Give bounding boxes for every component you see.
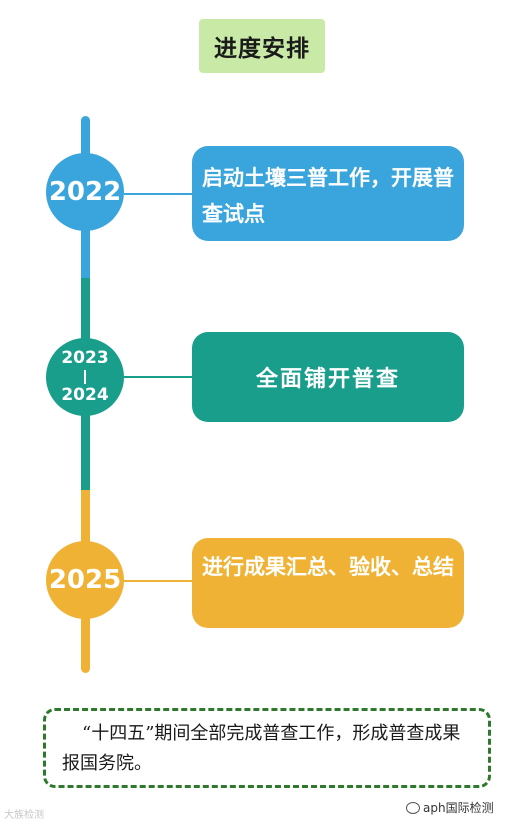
year-node-2025: 2025 [46, 541, 124, 619]
watermark-left: 大族检测 [4, 810, 44, 821]
year-label-start: 2023 [61, 348, 109, 368]
page-title: 进度安排 [199, 19, 325, 73]
watermark-right-text: aph国际检测 [423, 801, 494, 815]
stage-card-2023-2024: 全面铺开普查 [192, 332, 464, 422]
year-label: 2022 [48, 177, 122, 207]
year-node-2022: 2022 [46, 153, 124, 231]
stage-card-2025: 进行成果汇总、验收、总结 [192, 538, 464, 628]
year-node-2023-2024: 2023 2024 [46, 338, 124, 416]
watermark-right: aph国际检测 [406, 799, 494, 816]
year-label-end: 2024 [61, 385, 109, 405]
summary-note: “十四五”期间全部完成普查工作，形成普查成果报国务院。 [43, 708, 491, 788]
connector-2022 [124, 193, 192, 195]
stage-card-2022: 启动土壤三普工作，开展普查试点 [192, 146, 464, 241]
connector-2023-2024 [124, 376, 192, 378]
wechat-icon [406, 801, 420, 814]
year-range-divider [84, 370, 86, 384]
connector-2025 [124, 580, 192, 582]
year-label: 2025 [48, 565, 122, 595]
